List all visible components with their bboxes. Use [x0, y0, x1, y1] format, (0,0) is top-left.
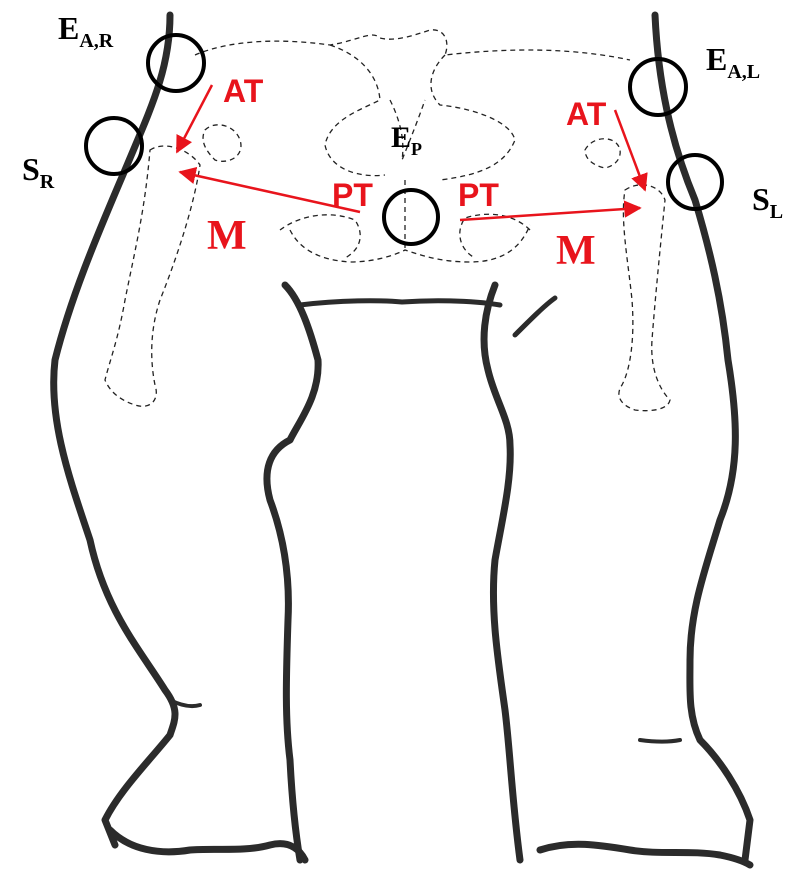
crease-left-ankle [640, 740, 680, 742]
arrow-at-left [615, 110, 645, 190]
label-s-l: SL [752, 181, 783, 223]
label-e-p: EP [391, 121, 422, 159]
label-e-al: EA,L [706, 41, 760, 83]
label-e-ar: EA,R [58, 10, 114, 52]
arrow-at-right [177, 85, 212, 152]
label-s-r: SR [22, 151, 55, 193]
left-femur [619, 185, 670, 411]
right-leg-outer-contour [54, 15, 175, 845]
label-at-right: AT [223, 73, 264, 109]
right-foot [110, 830, 305, 860]
left-femur-head [585, 139, 620, 168]
label-pt-right: PT [332, 177, 373, 213]
label-m-left: M [556, 228, 596, 274]
right-pelvic-lobe [280, 215, 360, 258]
right-femur-head [203, 125, 241, 162]
label-at-left: AT [566, 96, 607, 132]
marker-e-ar [148, 35, 204, 91]
label-pt-left: PT [458, 177, 499, 213]
left-leg-inner-contour [484, 285, 520, 860]
right-leg-inner-contour [267, 285, 318, 860]
left-pelvic-lobe [460, 214, 530, 258]
marker-e-p [384, 190, 438, 244]
crotch-line [300, 301, 500, 305]
label-m-right: M [207, 213, 247, 259]
crease-left-knee [515, 298, 555, 335]
left-foot [540, 844, 750, 865]
left-leg-outer-contour [655, 15, 750, 860]
